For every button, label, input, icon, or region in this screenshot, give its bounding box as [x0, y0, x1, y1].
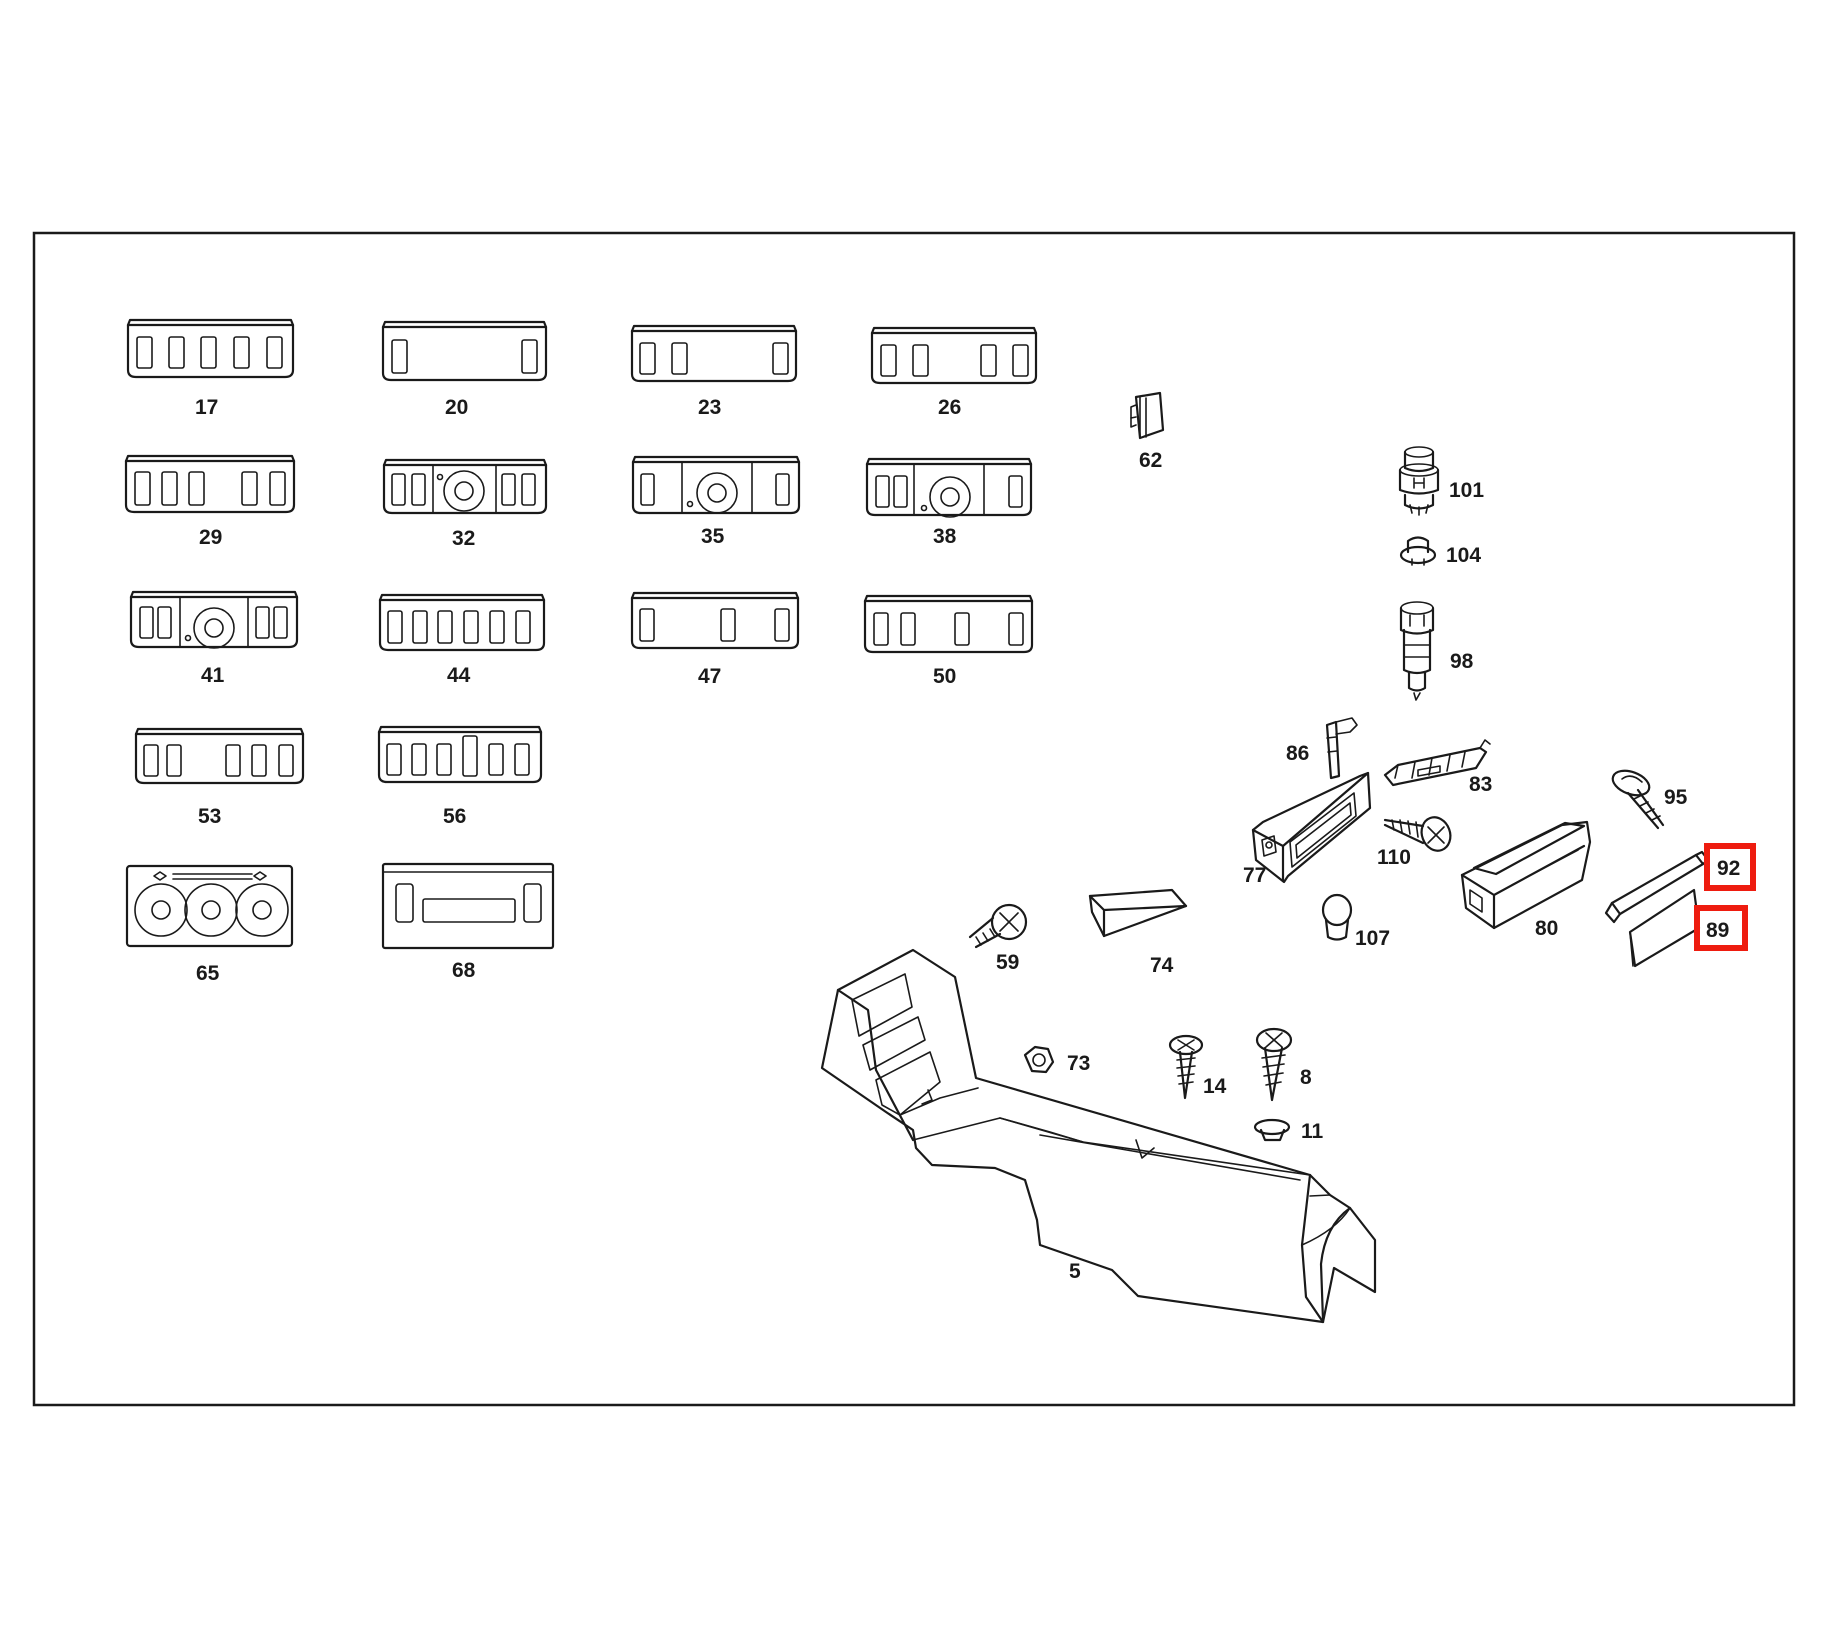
switch-panel-44 — [378, 593, 546, 652]
clip-62 — [1130, 391, 1165, 440]
callout-83: 83 — [1469, 773, 1492, 796]
switch-panel-17 — [126, 318, 295, 379]
callout-80: 80 — [1535, 917, 1558, 940]
callout-44: 44 — [447, 664, 471, 687]
callout-14: 14 — [1203, 1075, 1227, 1098]
switch-panel-23 — [630, 324, 798, 383]
bracket-86 — [1325, 717, 1358, 780]
clip-11 — [1253, 1118, 1291, 1142]
callout-59: 59 — [996, 951, 1019, 974]
switch-panel-20 — [381, 320, 548, 382]
screw-59 — [968, 903, 1028, 949]
callout-32: 32 — [452, 527, 475, 550]
nut-73 — [1023, 1045, 1055, 1074]
switch-panel-29 — [124, 454, 296, 514]
callout-23: 23 — [698, 396, 721, 419]
callout-98: 98 — [1450, 650, 1474, 673]
callout-11: 11 — [1301, 1120, 1324, 1143]
callout-104: 104 — [1446, 544, 1481, 567]
callout-74: 74 — [1150, 954, 1174, 977]
callout-29: 29 — [199, 526, 222, 549]
callout-56: 56 — [443, 805, 466, 828]
ashtray-80 — [1460, 820, 1592, 930]
highlight-box-92 — [1704, 843, 1756, 891]
bracket-83 — [1383, 739, 1491, 787]
callout-101: 101 — [1449, 479, 1484, 502]
callout-62: 62 — [1139, 449, 1162, 472]
switch-panel-50 — [863, 594, 1034, 654]
cigar-lighter-knob-101 — [1398, 446, 1440, 516]
callout-8: 8 — [1300, 1066, 1312, 1089]
callout-110: 110 — [1377, 846, 1411, 869]
callout-47: 47 — [698, 665, 721, 688]
callout-17: 17 — [195, 396, 218, 419]
callout-65: 65 — [196, 962, 220, 985]
switch-panel-41 — [129, 590, 299, 649]
switch-panel-38 — [865, 457, 1033, 518]
screw-110 — [1383, 816, 1452, 852]
callout-73: 73 — [1067, 1052, 1090, 1075]
switch-panel-68 — [381, 862, 555, 950]
callout-77: 77 — [1243, 864, 1266, 887]
switch-panel-47 — [630, 591, 800, 650]
cover-74 — [1088, 888, 1188, 938]
knob-104 — [1399, 536, 1437, 566]
climate-panel-65 — [125, 864, 294, 948]
lighter-socket-98 — [1399, 601, 1435, 701]
switch-panel-53 — [134, 727, 305, 785]
callout-86: 86 — [1286, 742, 1309, 765]
callout-53: 53 — [198, 805, 221, 828]
center-console-5 — [820, 948, 1377, 1324]
switch-panel-35 — [631, 455, 801, 515]
callout-5: 5 — [1069, 1260, 1081, 1283]
switch-panel-32 — [382, 458, 548, 515]
switch-panel-26 — [870, 326, 1038, 385]
diagram-frame — [32, 231, 1796, 1407]
callout-38: 38 — [933, 525, 957, 548]
callout-41: 41 — [201, 664, 225, 687]
callout-95: 95 — [1664, 786, 1688, 809]
callout-92: 92 — [1717, 857, 1740, 880]
highlight-box-89 — [1694, 905, 1748, 951]
screw-95 — [1611, 769, 1665, 830]
trim-strip-92 — [1604, 850, 1710, 924]
switch-panel-56 — [377, 725, 543, 784]
screw-8 — [1255, 1027, 1293, 1102]
frame-77 — [1251, 771, 1372, 884]
plug-107 — [1321, 893, 1353, 941]
callout-20: 20 — [445, 396, 468, 419]
callout-107: 107 — [1355, 927, 1390, 950]
callout-26: 26 — [938, 396, 961, 419]
callout-50: 50 — [933, 665, 956, 688]
screw-14 — [1168, 1034, 1204, 1100]
callout-68: 68 — [452, 959, 476, 982]
callout-35: 35 — [701, 525, 725, 548]
callout-89: 89 — [1706, 919, 1729, 942]
